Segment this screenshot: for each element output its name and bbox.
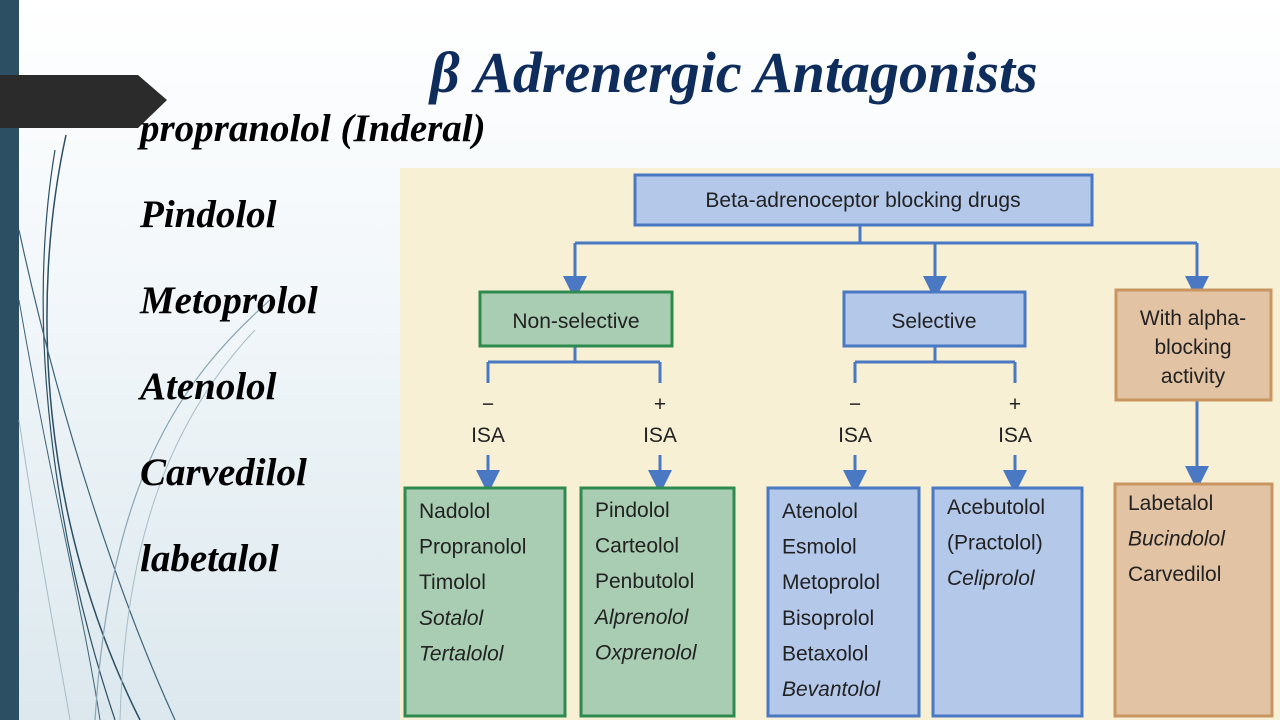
slide-title: β Adrenergic Antagonists: [430, 38, 1038, 108]
nonselective-box: [478, 290, 674, 348]
connectors: [476, 225, 1209, 494]
drug-entry: Atenolol: [782, 500, 858, 523]
drug-entry: Betaxolol: [782, 642, 868, 665]
isa-label: ISA: [471, 424, 505, 447]
drug-entry: Timolol: [419, 571, 486, 594]
root-label: Beta-adrenoceptor blocking drugs: [705, 189, 1020, 212]
nonselective-isa-drugs: PindololCarteololPenbutololAlprenololOxp…: [593, 499, 698, 664]
drug-list-item: Pindolol: [140, 193, 277, 236]
alpha-label-line-3: activity: [1161, 365, 1226, 388]
drug-entry: Oxprenolol: [595, 641, 698, 664]
drug-entry: (Practolol): [947, 532, 1043, 555]
drug-entry: Acebutolol: [947, 496, 1045, 519]
beta-symbol: β: [430, 40, 460, 105]
drug-entry: Sotalol: [419, 607, 485, 630]
nonselective-isa-box: [579, 486, 736, 718]
isa-sign-minus: −: [849, 393, 861, 416]
selective-isa-drugs: Acebutolol (Practolol) Celiprolol: [947, 496, 1045, 590]
decorative-curves: [18, 134, 271, 720]
drug-list: propranolol (Inderal) Pindolol Metoprolo…: [140, 104, 486, 620]
alpha-label-line-1: With alpha-: [1140, 307, 1246, 330]
drug-entry: Esmolol: [782, 536, 857, 559]
drug-list-item: propranolol (Inderal): [140, 107, 486, 150]
title-tab-shape: [0, 75, 167, 128]
beta-blocker-classification-diagram: Beta-adrenoceptor blocking drugs Non-sel…: [400, 168, 1280, 720]
drug-entry: Penbutolol: [595, 570, 694, 593]
drug-entry: Carvedilol: [1128, 563, 1221, 586]
left-accent-bar: [0, 0, 19, 720]
drug-entry: Metoprolol: [782, 571, 880, 594]
selective-no-isa-box: [766, 486, 921, 718]
drug-entry: Tertalolol: [419, 642, 505, 665]
alpha-label-line-2: blocking: [1154, 336, 1231, 359]
selective-isa-box: [931, 486, 1084, 718]
drug-entry: Alprenolol: [593, 606, 690, 629]
nonselective-label: Non-selective: [512, 310, 639, 333]
alpha-blocking-drugs-box: [1113, 482, 1274, 718]
nonselective-no-isa-box: [403, 486, 567, 718]
drug-entry: Pindolol: [595, 499, 670, 522]
drug-list-item: labetalol: [140, 537, 279, 580]
drug-entry: Propranolol: [419, 536, 526, 559]
selective-label: Selective: [891, 310, 976, 333]
isa-sign-plus: +: [1009, 393, 1021, 416]
drug-list-item: Metoprolol: [140, 279, 318, 322]
drug-entry: Nadolol: [419, 500, 490, 523]
alpha-blocking-box: [1114, 288, 1273, 402]
drug-entry: Bucindolol: [1128, 528, 1226, 551]
drug-list-item: Atenolol: [140, 365, 277, 408]
drug-entry: Celiprolol: [947, 567, 1036, 590]
isa-label: ISA: [643, 424, 677, 447]
isa-sign-minus: −: [482, 393, 494, 416]
drug-entry: Labetalol: [1128, 492, 1213, 515]
isa-sign-plus: +: [654, 393, 666, 416]
selective-no-isa-drugs: AtenololEsmololMetoprololBisoprololBetax…: [782, 500, 881, 701]
isa-label: ISA: [838, 424, 872, 447]
drug-entry: Carteolol: [595, 535, 679, 558]
isa-label: ISA: [998, 424, 1032, 447]
nonselective-no-isa-drugs: NadololPropranololTimololSotalolTertalol…: [419, 500, 526, 665]
drug-list-item: Carvedilol: [140, 451, 307, 494]
selective-box: [842, 290, 1027, 348]
root-box: [633, 173, 1094, 227]
drug-entry: Bevantolol: [782, 678, 881, 701]
drug-entry: Bisoprolol: [782, 607, 874, 630]
title-text: Adrenergic Antagonists: [474, 40, 1038, 105]
